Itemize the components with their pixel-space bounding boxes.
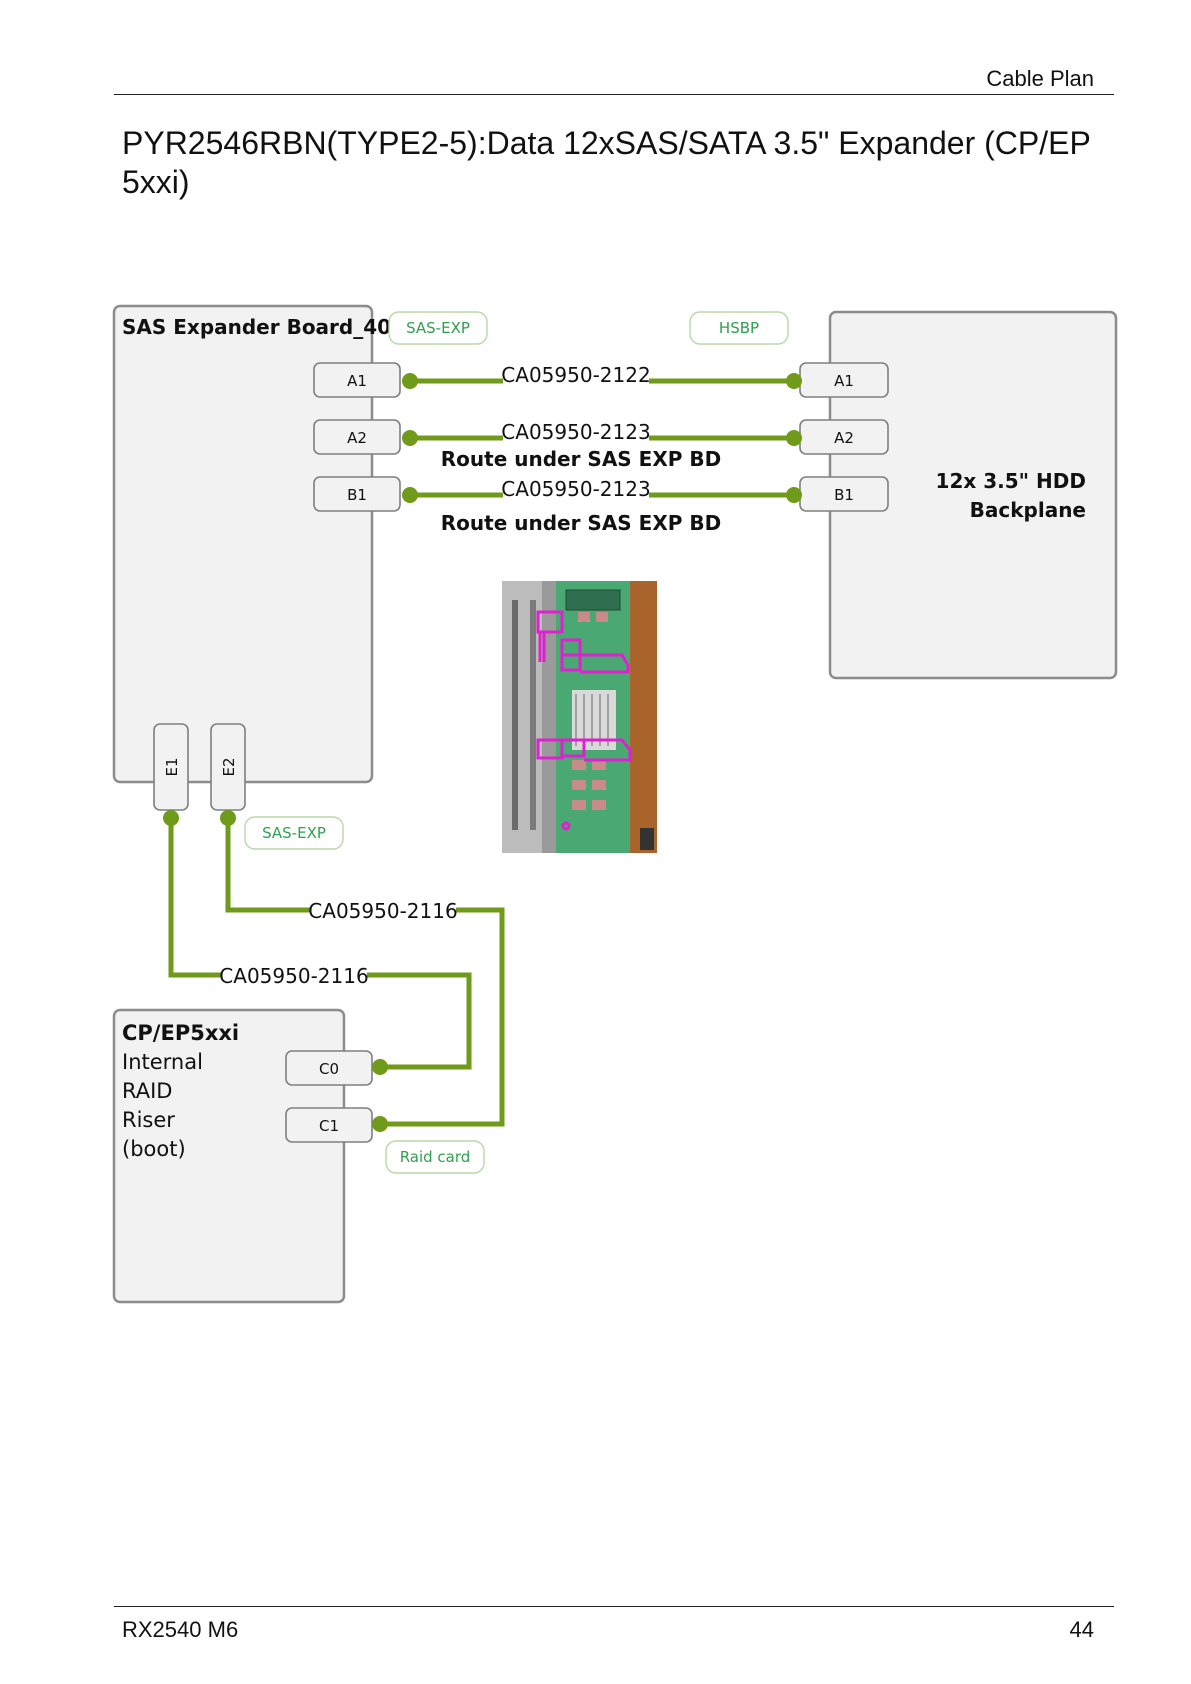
backplane-port-b1-label: B1 (834, 486, 854, 504)
header-section: Cable Plan (986, 66, 1094, 91)
tag-sas-exp-bottom-label: SAS-EXP (262, 824, 326, 842)
raid-line-internal: Internal (122, 1050, 203, 1074)
page-title: PYR2546RBN(TYPE2-5):Data 12xSAS/SATA 3.5… (122, 125, 1091, 200)
cable-e1-c0: CA05950-2116 (163, 810, 472, 1075)
header-rule (114, 94, 1114, 95)
backplane-title-line1: 12x 3.5" HDD (936, 469, 1086, 493)
tag-raid-card-label: Raid card (400, 1148, 471, 1166)
expander-port-e1-label: E1 (163, 757, 181, 776)
raid-line-boot: (boot) (122, 1137, 186, 1161)
expander-port-a2-label: A2 (347, 429, 367, 447)
expander-port-e2-label: E2 (220, 757, 238, 776)
cable-a2-note: Route under SAS EXP BD (441, 447, 721, 471)
cable-b1-part: CA05950-2123 (501, 477, 650, 501)
expander-port-a1-label: A1 (347, 372, 367, 390)
backplane-title-line2: Backplane (970, 498, 1086, 522)
backplane-port-a1-label: A1 (834, 372, 854, 390)
expander-port-b1 (313, 476, 401, 512)
tag-sas-exp-bottom: SAS-EXP (244, 816, 344, 850)
raid-port-c0-label: C0 (319, 1060, 339, 1078)
cable-a2-a2: CA05950-2123 Route under SAS EXP BD (402, 420, 802, 471)
expander-port-a2 (313, 419, 401, 455)
backplane: 12x 3.5" HDD Backplane A1 A2 B1 (799, 310, 1118, 680)
cable-e2-c1: CA05950-2116 (220, 810, 505, 1132)
tag-hsbp: HSBP (689, 311, 789, 345)
footer-page-number: 44 (1069, 1617, 1094, 1642)
tag-hsbp-label: HSBP (719, 319, 759, 337)
footer-model: RX2540 M6 (122, 1617, 239, 1642)
expander-port-b1-label: B1 (347, 486, 367, 504)
raid-port-c1-label: C1 (319, 1117, 339, 1135)
backplane-port-a2-label: A2 (834, 429, 854, 447)
tag-sas-exp-top: SAS-EXP (388, 311, 488, 345)
expander-board: SAS Expander Board_40 A1 A2 B1 E1 E2 (112, 304, 401, 811)
footer-rule (114, 1606, 1114, 1607)
cable-b1-b1: CA05950-2123 Route under SAS EXP BD (402, 477, 802, 535)
raid-port-c1 (285, 1107, 373, 1143)
raid-line-raid: RAID (122, 1079, 172, 1103)
cable-e1-part: CA05950-2116 (219, 964, 368, 988)
raid-title: CP/EP5xxi (122, 1021, 239, 1045)
cable-a1-a1: CA05950-2122 (402, 363, 802, 389)
raid-line-riser: Riser (122, 1108, 175, 1132)
cable-a2-part: CA05950-2123 (501, 420, 650, 444)
cable-e2-part: CA05950-2116 (308, 899, 457, 923)
cable-a1-part: CA05950-2122 (501, 363, 650, 387)
tag-sas-exp-top-label: SAS-EXP (406, 319, 470, 337)
cable-b1-note: Route under SAS EXP BD (441, 511, 721, 535)
raid-port-c0 (285, 1050, 373, 1086)
expander-port-a1 (313, 362, 401, 398)
tag-raid-card: Raid card (385, 1140, 485, 1174)
board-photo (502, 581, 657, 853)
raid-controller: CP/EP5xxi Internal RAID Riser (boot) C0 … (112, 1008, 373, 1304)
expander-board-title: SAS Expander Board_40 (122, 315, 391, 339)
